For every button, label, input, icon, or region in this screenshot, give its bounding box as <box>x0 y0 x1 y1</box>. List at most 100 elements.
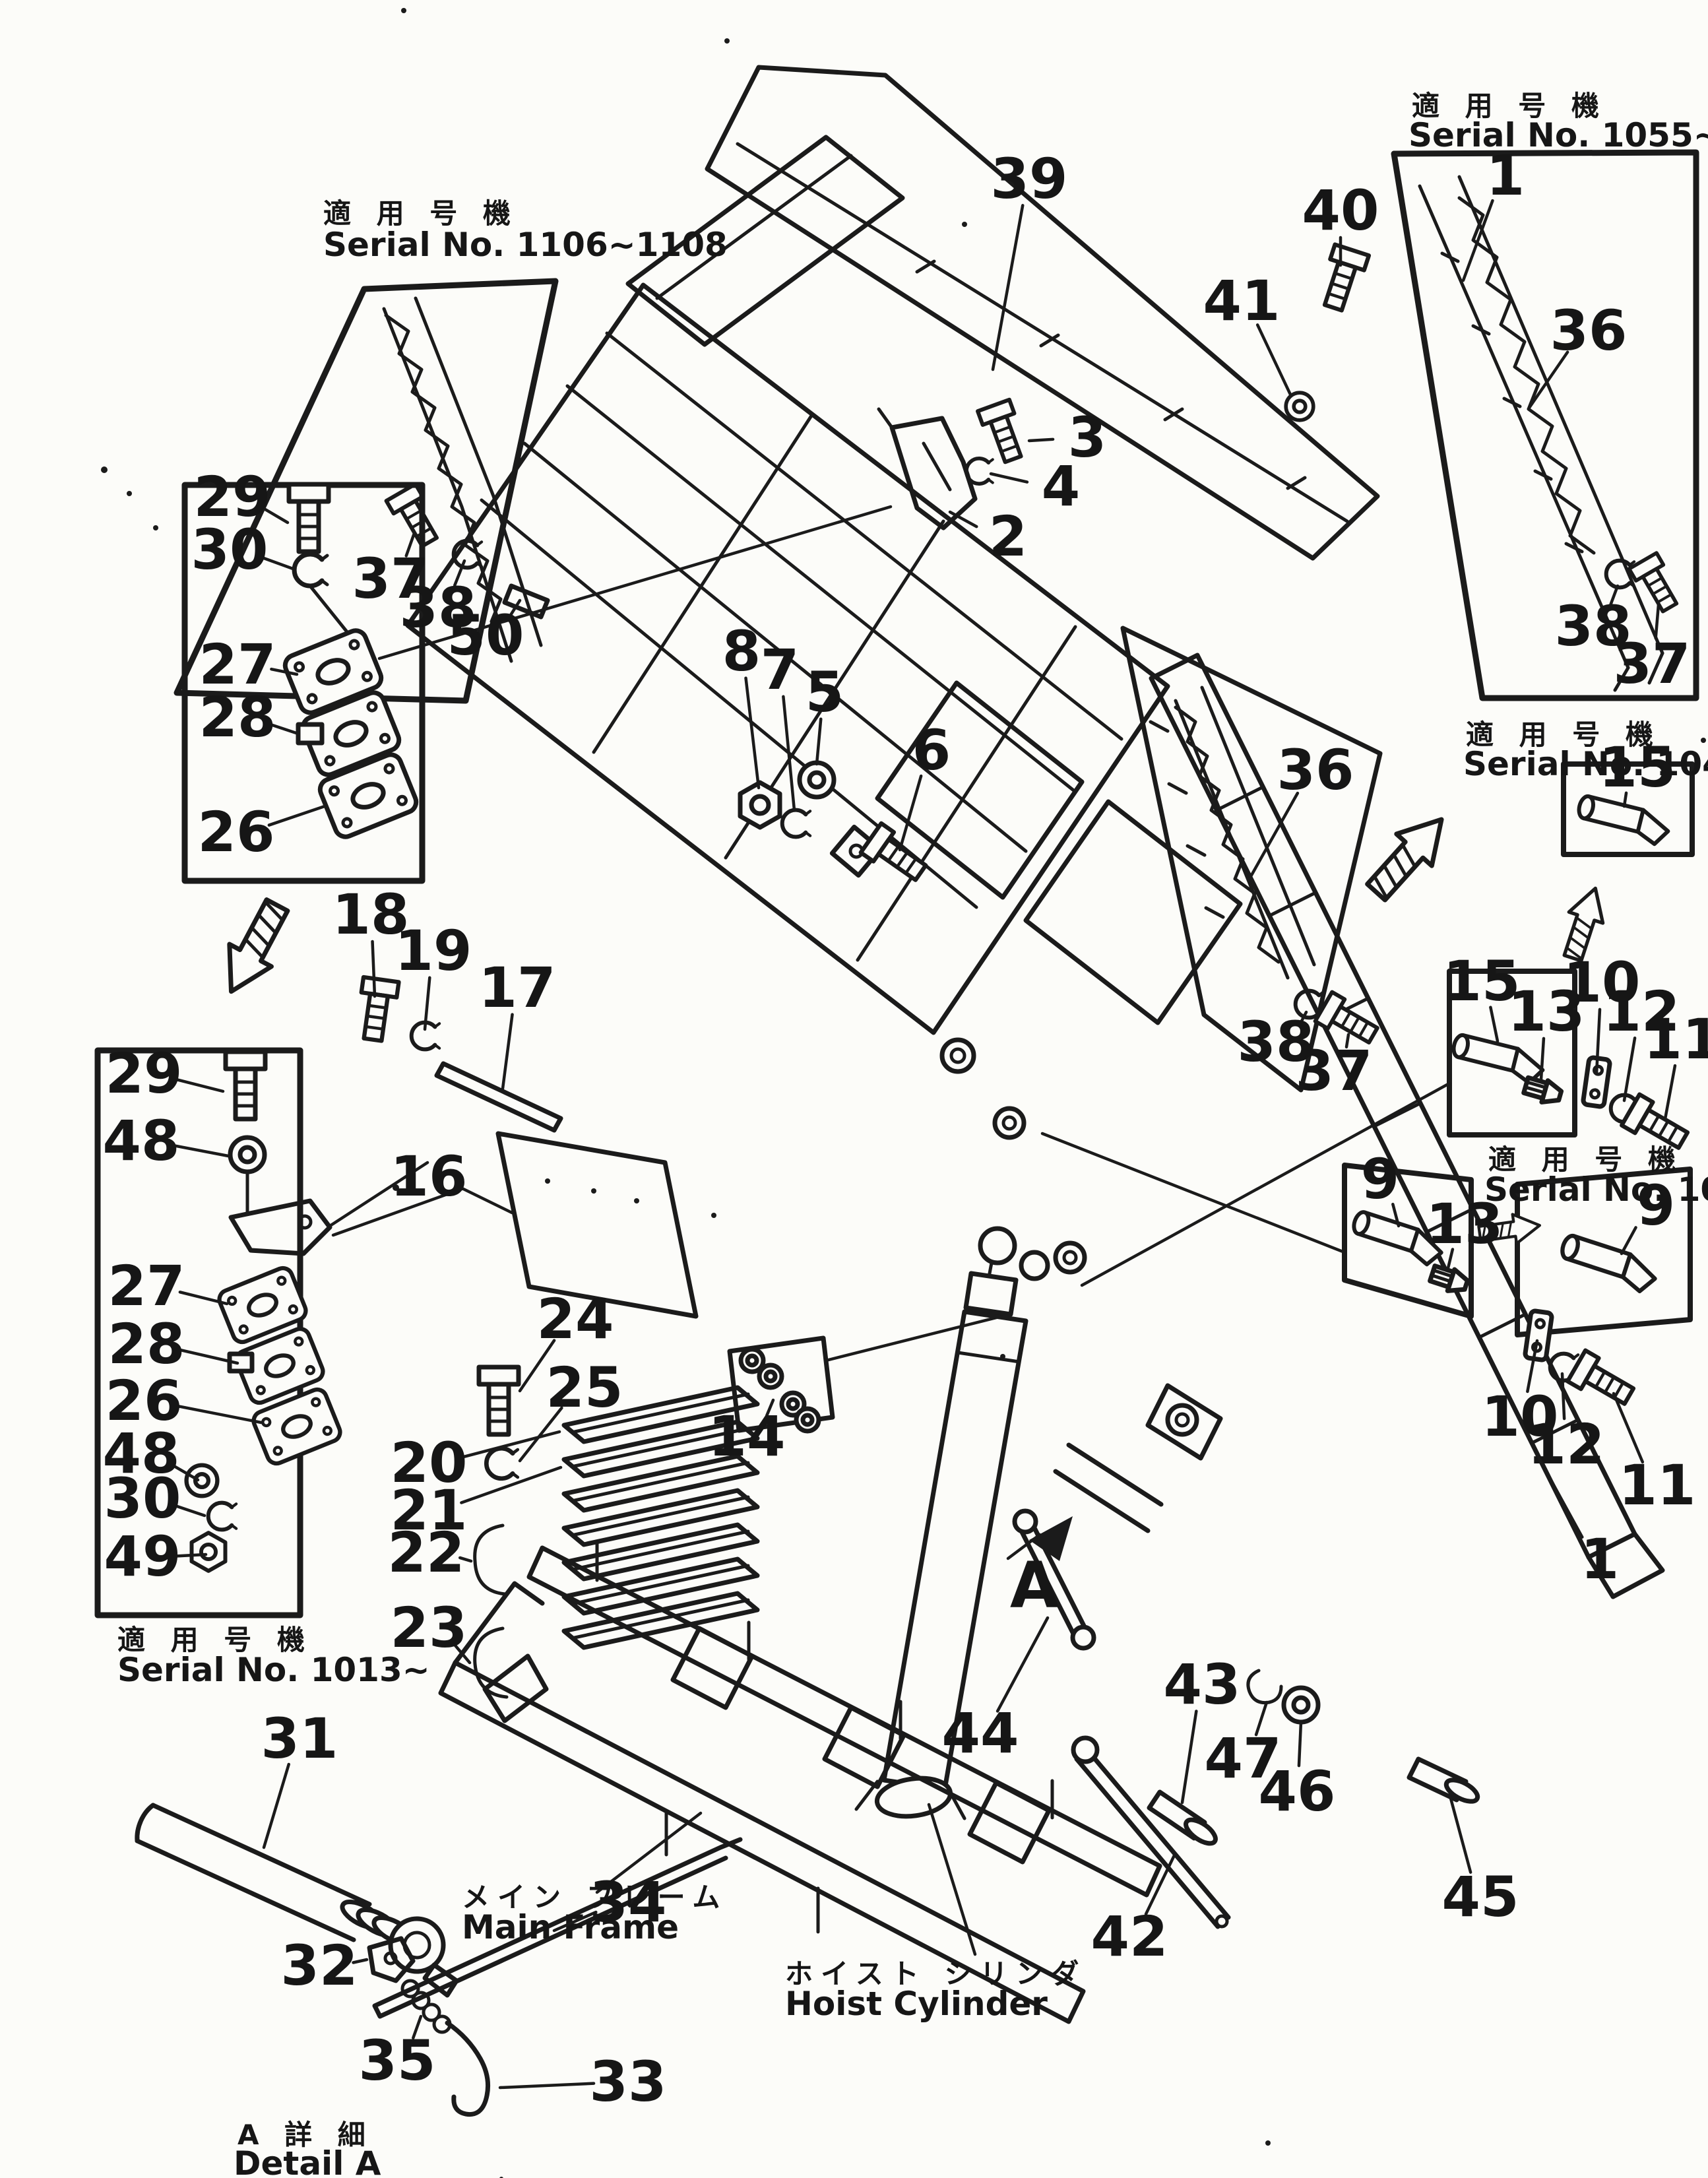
callout-39: 39 <box>991 146 1067 371</box>
callout-44: 44 <box>942 1616 1050 1766</box>
callout-18: 18 <box>332 882 410 998</box>
callout-number: 34 <box>590 1870 667 1935</box>
serial-label-en: Serial No. 1044~ <box>1463 745 1708 783</box>
callout-number: 15 <box>1443 949 1521 1013</box>
leader-line <box>460 1465 563 1504</box>
leader-line <box>262 1762 290 1849</box>
leader-line <box>948 510 978 528</box>
leader-line <box>501 1013 514 1091</box>
callout-number: 9 <box>1637 1173 1675 1238</box>
callout-37: 37 <box>1614 602 1690 696</box>
callout-13: 13 <box>1508 979 1585 1081</box>
callout-41: 41 <box>1203 269 1292 397</box>
callout-20: 20 <box>391 1430 561 1495</box>
callout-number: 28 <box>108 1312 185 1376</box>
leader-line <box>991 204 1025 371</box>
callout-36: 36 <box>1527 298 1628 410</box>
callout-43: 43 <box>1164 1652 1240 1805</box>
serial-label-en: Serial No. 1106~1108 <box>323 226 728 264</box>
leader-line <box>175 1078 225 1093</box>
callout-number: 14 <box>709 1404 786 1469</box>
callout-6: 6 <box>898 718 951 852</box>
callout-14: 14 <box>709 1398 786 1469</box>
box-15-13 <box>1080 969 1692 1287</box>
callout-number: 3 <box>1068 405 1106 470</box>
callout-number: 28 <box>199 685 276 750</box>
callout-number: 13 <box>1508 979 1585 1044</box>
leader-line <box>171 1463 200 1482</box>
leader-line <box>458 1556 473 1563</box>
louver-stack <box>473 1388 757 1699</box>
leader-line <box>782 695 796 812</box>
leader-line <box>1144 1853 1176 1916</box>
callout-26: 26 <box>106 1368 263 1433</box>
box-9 <box>1515 1167 1693 1411</box>
callout-30: 30 <box>191 517 295 582</box>
callout-42: 42 <box>1091 1853 1176 1969</box>
leader-line <box>352 1958 369 1964</box>
callout-number: 30 <box>104 1466 181 1531</box>
view-arrow-a <box>1006 1516 1073 1561</box>
callout-number: 30 <box>191 517 269 582</box>
callout-9: 9 <box>1620 1173 1675 1256</box>
callout-49: 49 <box>104 1524 208 1589</box>
callout-number: 38 <box>1555 594 1632 658</box>
annotations: メイン フレーム Main Frame ホイスト シリンダ Hoist Cyli… <box>234 1549 1087 2178</box>
leader-line <box>1609 584 1620 606</box>
callout-45: 45 <box>1442 1794 1519 1929</box>
callout-10: 10 <box>1564 950 1641 1076</box>
hoist-cylinder-label-jp: ホイスト シリンダ <box>785 1958 1087 1990</box>
callout-17: 17 <box>479 955 555 1091</box>
callout-number: 23 <box>391 1595 468 1660</box>
callout-number: 41 <box>1203 269 1281 333</box>
callout-35: 35 <box>359 2014 435 2093</box>
leader-line <box>1527 350 1569 410</box>
callout-number: 1 <box>1581 1527 1619 1591</box>
leader-line <box>1560 1372 1566 1421</box>
callout-19: 19 <box>395 918 472 1031</box>
callout-10: 10 <box>1482 1339 1558 1449</box>
callout-8: 8 <box>722 619 761 790</box>
side-rail-right <box>1149 653 1665 1599</box>
callout-7: 7 <box>761 637 799 812</box>
callout-number: 18 <box>332 882 410 947</box>
callout-48: 48 <box>103 1108 230 1173</box>
callout-number: 15 <box>1599 735 1676 800</box>
callout-number: 29 <box>106 1041 183 1106</box>
serial-label-jp: 適 用 号 機 <box>1412 90 1607 122</box>
serial-label-jp: 適 用 号 機 <box>1466 719 1661 751</box>
callout-27: 27 <box>199 632 299 697</box>
fasteners-5-8 <box>740 763 931 887</box>
leader-line <box>1489 1006 1500 1043</box>
callout-number: 24 <box>537 1287 614 1351</box>
leader-line <box>175 1553 208 1558</box>
leader-line <box>1298 1010 1308 1025</box>
scan-noise <box>101 8 1706 2178</box>
callout-3: 3 <box>1027 405 1106 470</box>
callout-9: 9 <box>1361 1147 1401 1228</box>
callout-number: 36 <box>1550 298 1628 363</box>
leader-line <box>552 1910 598 1933</box>
callout-36: 36 <box>1248 738 1354 880</box>
leader-line <box>459 1186 514 1215</box>
box-serial-1055 <box>1391 149 1699 701</box>
main-frame-label-jp: メイン フレーム <box>462 1881 728 1913</box>
leader-line <box>1654 602 1661 640</box>
front-panel <box>625 135 905 347</box>
leader-line <box>1344 1033 1350 1049</box>
callout-number: 26 <box>198 800 275 864</box>
callout-number: 10 <box>1564 950 1641 1015</box>
leader-line <box>1254 1700 1269 1737</box>
callout-27: 27 <box>108 1254 229 1318</box>
callout-number: 27 <box>108 1254 185 1318</box>
detail-a-parts <box>135 1803 743 2117</box>
callout-4: 4 <box>989 454 1080 519</box>
leader-line <box>412 2014 423 2039</box>
callout-number: 42 <box>1091 1904 1168 1969</box>
callout-number: 40 <box>1302 178 1379 243</box>
callout-22: 22 <box>388 1520 473 1585</box>
leader-line <box>518 1339 556 1393</box>
callout-number: 12 <box>1603 979 1680 1044</box>
detail-a-label-en: Detail A <box>234 2144 381 2178</box>
